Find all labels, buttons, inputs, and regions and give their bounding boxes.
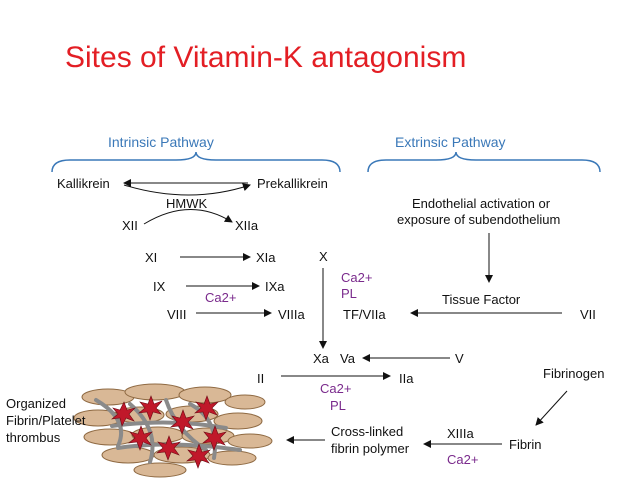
factor-viii-label: VIII — [167, 307, 187, 322]
factor-x-label: X — [319, 249, 328, 264]
thrombus-illustration — [73, 383, 273, 478]
arrow-to-prekallikrein — [123, 183, 251, 196]
arrow-xii-to-xiia — [143, 209, 233, 225]
factor-xia-label: XIa — [256, 250, 276, 265]
thrombus-label-line2: Fibrin/Platelet — [6, 413, 86, 428]
kallikrein-label: Kallikrein — [57, 176, 110, 191]
factor-xiiia-label: XIIIa — [447, 426, 474, 441]
x-cofactor-ca2-label: Ca2+ — [341, 270, 373, 285]
tf-viia-label: TF/VIIa — [343, 307, 386, 322]
endothelial-label-line1: Endothelial activation or — [412, 196, 551, 211]
crosslinked-label-line1: Cross-linked — [331, 424, 404, 439]
x-cofactor-pl-label: PL — [341, 286, 357, 301]
fibrinogen-label: Fibrinogen — [543, 366, 605, 381]
factor-ii-label: II — [257, 371, 265, 386]
ii-cofactor-ca2-label: Ca2+ — [320, 381, 352, 396]
fibrin-label: Fibrin — [509, 437, 542, 452]
factor-viiia-label: VIIIa — [278, 307, 305, 322]
factor-xi-label: XI — [145, 250, 158, 265]
intrinsic-brace — [51, 151, 341, 173]
endothelial-label-line2: exposure of subendothelium — [397, 212, 561, 227]
intrinsic-pathway-header: Intrinsic Pathway — [108, 134, 214, 150]
factor-xii-label: XII — [122, 218, 138, 233]
xiiia-cofactor-ca2-label: Ca2+ — [447, 452, 479, 467]
factor-xa-label: Xa — [313, 351, 329, 366]
factor-ixa-label: IXa — [265, 279, 285, 294]
factor-v-label: V — [455, 351, 464, 366]
factor-ix-label: IX — [153, 279, 166, 294]
factor-iia-label: IIa — [399, 371, 414, 386]
prekallikrein-label: Prekallikrein — [257, 176, 328, 191]
ii-cofactor-pl-label: PL — [330, 398, 346, 413]
extrinsic-brace — [367, 151, 601, 173]
thrombus-label-line1: Organized — [6, 396, 66, 411]
hmwk-label: HMWK — [166, 196, 208, 211]
factor-xiia-label: XIIa — [235, 218, 259, 233]
arrow-fibrinogen-to-fibrin — [535, 390, 568, 426]
thrombus-label-line3: thrombus — [6, 430, 61, 445]
factor-vii-label: VII — [580, 307, 596, 322]
slide-title: Sites of Vitamin-K antagonism — [65, 41, 467, 74]
factor-va-label: Va — [340, 351, 355, 366]
ix-cofactor-ca2-label: Ca2+ — [205, 290, 237, 305]
crosslinked-label-line2: fibrin polymer — [331, 441, 410, 456]
extrinsic-pathway-header: Extrinsic Pathway — [395, 134, 506, 150]
tissue-factor-label: Tissue Factor — [442, 292, 521, 307]
